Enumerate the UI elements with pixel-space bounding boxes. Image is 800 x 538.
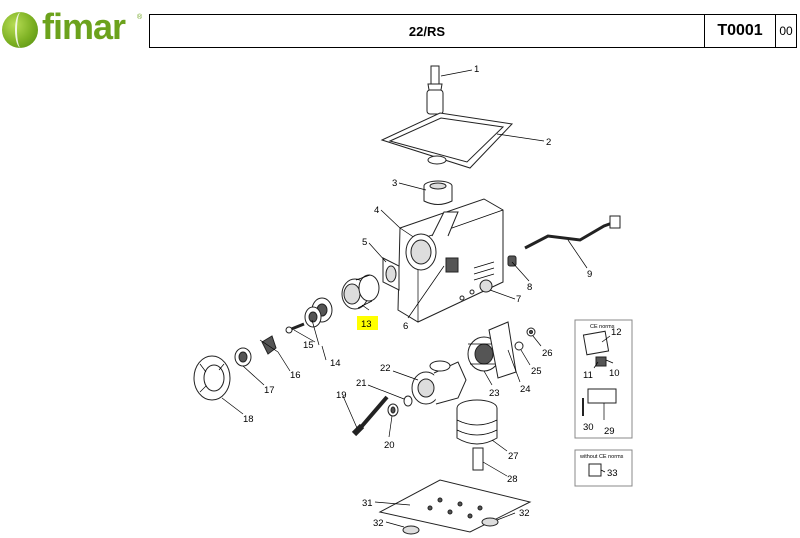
part-16-knife [259, 335, 279, 355]
part-31-base-plate [378, 479, 532, 533]
callout-23: 23 [489, 388, 500, 399]
callout-numbers: 1 2 3 4 5 6 7 8 9 10 11 12 13 14 15 16 1… [243, 64, 622, 529]
callout-30: 30 [583, 422, 594, 433]
logo-registered-mark: ® [137, 14, 143, 21]
revision-number: 00 [775, 14, 797, 48]
callout-29: 29 [604, 426, 615, 437]
callout-32-right: 32 [519, 508, 530, 519]
callout-18: 18 [243, 414, 254, 425]
callout-21: 21 [356, 378, 367, 389]
callout-7: 7 [516, 294, 521, 305]
callout-15: 15 [303, 340, 314, 351]
part-13-cylinder [341, 274, 380, 310]
callout-1: 1 [474, 64, 479, 75]
callout-24: 24 [520, 384, 531, 395]
part-22-gearbox [411, 360, 467, 405]
callout-20: 20 [384, 440, 395, 451]
callout-33: 33 [607, 468, 618, 479]
callout-16: 16 [290, 370, 301, 381]
callout-27: 27 [508, 451, 519, 462]
callout-11: 11 [583, 370, 593, 381]
callout-2: 2 [546, 137, 551, 148]
part-32-foot [402, 517, 499, 535]
leader-lines [221, 69, 614, 528]
callout-10: 10 [609, 368, 620, 379]
part-24-plate [488, 321, 517, 379]
callout-12: 12 [611, 327, 622, 338]
callout-3: 3 [392, 178, 397, 189]
callout-19: 19 [336, 390, 347, 401]
no-ce-norms-label: without CE norms [579, 454, 624, 460]
part-26-nut [526, 327, 536, 337]
callout-14: 14 [330, 358, 341, 369]
part-18-locking-ring [193, 355, 231, 401]
callout-22: 22 [380, 363, 391, 374]
part-9-power-cable [524, 215, 621, 250]
callout-4: 4 [374, 205, 379, 216]
callout-9: 9 [587, 269, 592, 280]
part-3-neck [423, 180, 453, 205]
part-25-screw [514, 341, 524, 351]
no-ce-norms-inset: without CE norms [574, 449, 633, 487]
callout-5: 5 [362, 237, 367, 248]
part-27-motor [456, 399, 498, 445]
highlight-13 [357, 316, 378, 330]
callout-28: 28 [507, 474, 518, 485]
part-2-tray [380, 112, 514, 169]
part-17-ring [234, 347, 252, 367]
callout-32-left: 32 [373, 518, 384, 529]
part-28-spacer [472, 447, 484, 471]
part-4-housing [397, 198, 504, 323]
callout-17: 17 [264, 385, 275, 396]
callout-13: 13 [361, 319, 372, 330]
ce-norms-inset: CE norms [574, 319, 633, 439]
callout-31: 31 [362, 498, 373, 509]
part-14-cutter-set [304, 297, 333, 328]
part-21-flange [403, 395, 413, 407]
part-5-gasket [382, 257, 400, 291]
callout-8: 8 [527, 282, 532, 293]
part-20-washer [387, 403, 399, 417]
logo-ball-icon [2, 12, 38, 48]
logo-text: fimar [42, 6, 126, 47]
part-19-worm-shaft [351, 395, 389, 437]
header: fimar ® 22/RS T0001 00 [0, 0, 800, 56]
part-7-switch [479, 279, 493, 293]
part-8-cable-gland [507, 255, 517, 267]
callout-6: 6 [403, 321, 408, 332]
ce-norms-label: CE norms [590, 324, 615, 330]
callout-26: 26 [542, 348, 553, 359]
callout-25: 25 [531, 366, 542, 377]
fimar-logo: fimar ® [2, 6, 143, 52]
part-1-pusher [426, 65, 444, 115]
part-15-knife-pin [285, 322, 305, 334]
